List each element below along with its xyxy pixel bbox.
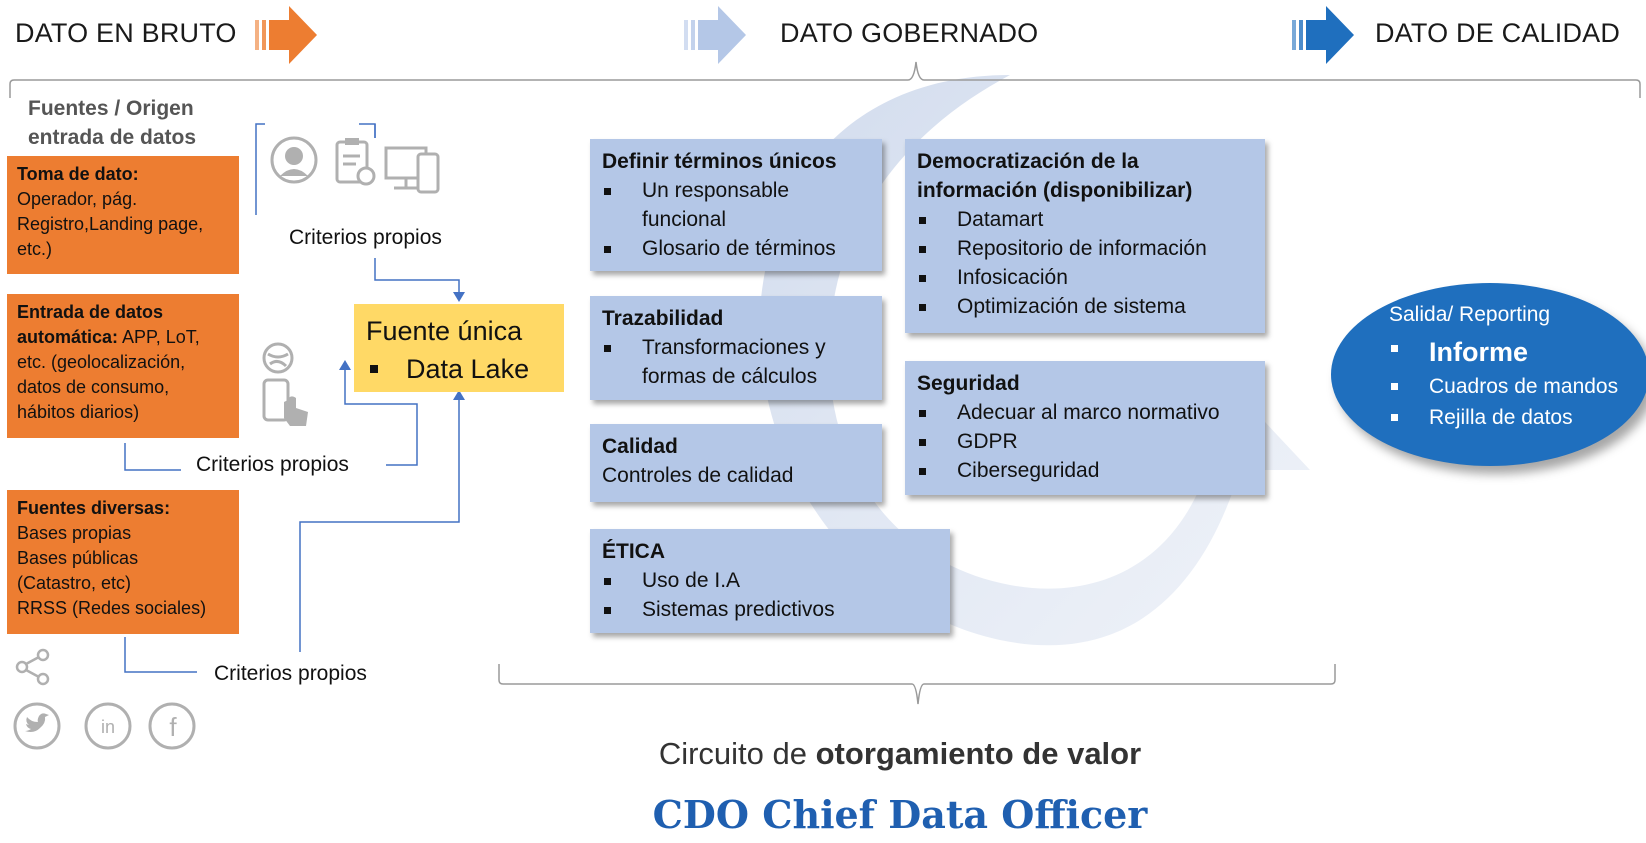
svg-text:in: in	[101, 717, 115, 737]
terms-box: Definir términos únicos Un responsable f…	[590, 139, 882, 271]
orange-arrow-icon	[255, 6, 317, 64]
terms-item: Un responsable funcional	[602, 176, 870, 234]
ethics-item: Uso de I.A	[602, 566, 938, 595]
twitter-icon	[13, 702, 61, 750]
circuit-caption: Circuito de otorgamiento de valor	[658, 736, 1142, 771]
democratization-item: Optimización de sistema	[917, 292, 1253, 321]
criteria-label: Criterios propios	[289, 226, 442, 249]
reporting-item: Informe	[1389, 333, 1618, 371]
ethics-item: Sistemas predictivos	[602, 595, 938, 624]
ethics-box: ÉTICA Uso de I.A Sistemas predictivos	[590, 529, 950, 633]
reporting-ellipse: Salida/ Reporting Informe Cuadros de man…	[1331, 283, 1646, 466]
operator-headset-icon	[270, 136, 318, 184]
phone-touch-icon	[262, 378, 308, 426]
security-item: Adecuar al marco normativo	[917, 398, 1253, 427]
globe-touch-icon	[262, 342, 294, 374]
stage-governed-label: DATO GOBERNADO	[780, 18, 1039, 48]
stage-quality-label: DATO DE CALIDAD	[1375, 18, 1621, 48]
traceability-box: Trazabilidad Transformaciones y formas d…	[590, 296, 882, 400]
reporting-item: Cuadros de mandos	[1389, 371, 1618, 402]
stage-raw-label: DATO EN BRUTO	[15, 18, 237, 48]
data-lake-item: Data Lake	[366, 350, 552, 388]
criteria-label: Criterios propios	[196, 453, 349, 476]
share-icon	[15, 648, 50, 686]
clipboard-icon	[335, 138, 376, 186]
reporting-title: Salida/ Reporting	[1389, 303, 1551, 326]
democratization-item: Datamart	[917, 205, 1253, 234]
democratization-item: Repositorio de información	[917, 234, 1253, 263]
source-box-manual: Toma de dato: Operador, pág. Registro,La…	[7, 156, 239, 274]
security-item: GDPR	[917, 427, 1253, 456]
facebook-icon: f	[148, 702, 196, 750]
svg-text:f: f	[169, 712, 177, 742]
source-box-diverse: Fuentes diversas: Bases propias Bases pú…	[7, 490, 239, 634]
data-lake-box: Fuente única Data Lake	[354, 304, 564, 392]
sources-heading: Fuentes / Origen entrada de datos	[28, 97, 197, 149]
blue-arrow-icon	[1292, 6, 1354, 64]
devices-icon	[384, 146, 440, 194]
source-box-automatic: Entrada de datos automática: APP, LoT, e…	[7, 294, 239, 438]
cdo-title: CDO Chief Data Officer	[652, 792, 1148, 837]
lightblue-arrow-icon	[684, 6, 746, 64]
democratization-box: Democratización de la información (dispo…	[905, 139, 1265, 333]
top-brace	[9, 61, 1641, 98]
security-item: Ciberseguridad	[917, 456, 1253, 485]
democratization-item: Infosicación	[917, 263, 1253, 292]
quality-box: Calidad Controles de calidad	[590, 424, 882, 502]
criteria-label: Criterios propios	[214, 662, 367, 685]
traceability-item: Transformaciones y formas de cálculos	[602, 333, 870, 391]
reporting-item: Rejilla de datos	[1389, 402, 1618, 433]
linkedin-icon: in	[84, 702, 132, 750]
terms-item: Glosario de términos	[602, 234, 870, 263]
security-box: Seguridad Adecuar al marco normativo GDP…	[905, 361, 1265, 495]
